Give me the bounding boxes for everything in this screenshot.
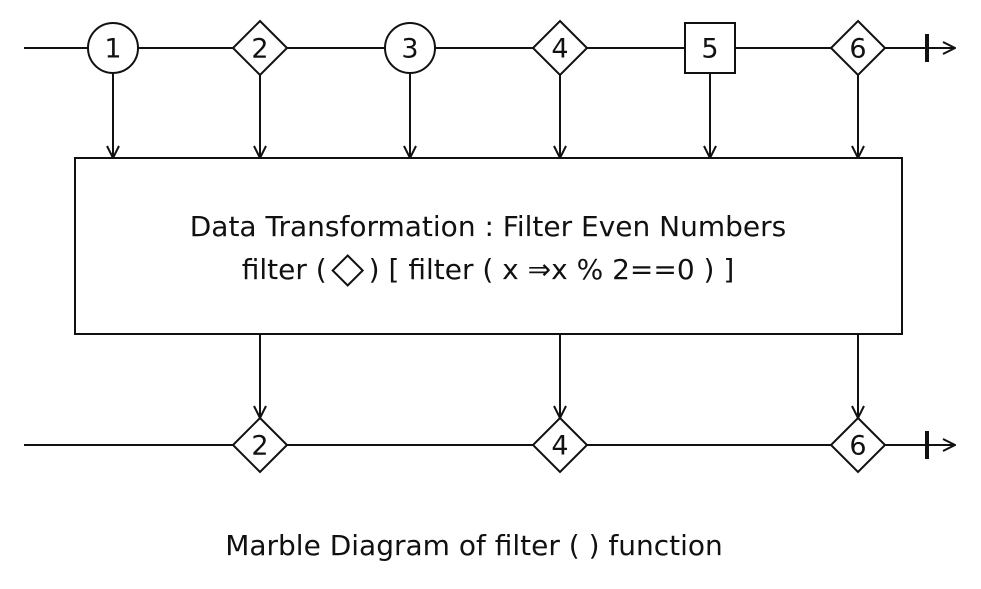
input-marble: 4 [531, 19, 589, 77]
circle-marble-shape [384, 22, 436, 74]
output-stream: 2 4 6 [24, 334, 955, 474]
diamond-marble-shape [531, 19, 589, 77]
output-marble: 2 [231, 416, 289, 474]
operator-box: Data Transformation : Filter Even Number… [74, 157, 903, 335]
input-marble: 5 [684, 22, 736, 74]
input-stream: 1 2 3 4 5 6 [24, 19, 955, 158]
input-marble: 2 [231, 19, 289, 77]
input-marble-label: 4 [551, 34, 568, 65]
operator-title: Data Transformation : Filter Even Number… [190, 210, 787, 243]
square-marble-shape [684, 22, 736, 74]
operator-expression-prefix: filter ( [242, 253, 327, 286]
diamond-marble-shape [829, 19, 887, 77]
operator-expression: filter ( ) [ filter ( x ⇒x % 2==0 ) ] [242, 253, 735, 286]
input-marble: 6 [829, 19, 887, 77]
diamond-icon [331, 254, 365, 287]
output-marble-label: 4 [551, 431, 568, 462]
input-marble-label: 6 [849, 34, 866, 65]
input-marble: 3 [384, 22, 436, 74]
input-marble-label: 1 [104, 34, 121, 65]
diamond-marble-shape [231, 19, 289, 77]
output-marble-label: 6 [849, 431, 866, 462]
input-marbles: 1 2 3 4 5 6 [87, 19, 887, 158]
output-marble: 4 [531, 416, 589, 474]
operator-expression-suffix: ) [ filter ( x ⇒x % 2==0 ) ] [369, 253, 735, 286]
output-marble-label: 2 [251, 431, 268, 462]
input-marble-label: 2 [251, 34, 268, 65]
input-marble: 1 [87, 22, 139, 74]
circle-marble-shape [87, 22, 139, 74]
diamond-marble-shape [231, 416, 289, 474]
output-marbles: 2 4 6 [231, 334, 887, 474]
input-marble-label: 3 [401, 34, 418, 65]
input-marble-label: 5 [701, 34, 718, 65]
diamond-marble-shape [531, 416, 589, 474]
operator-rect [74, 157, 903, 335]
output-marble: 6 [829, 416, 887, 474]
diamond-marble-shape [829, 416, 887, 474]
diagram-caption: Marble Diagram of filter ( ) function [225, 529, 723, 562]
